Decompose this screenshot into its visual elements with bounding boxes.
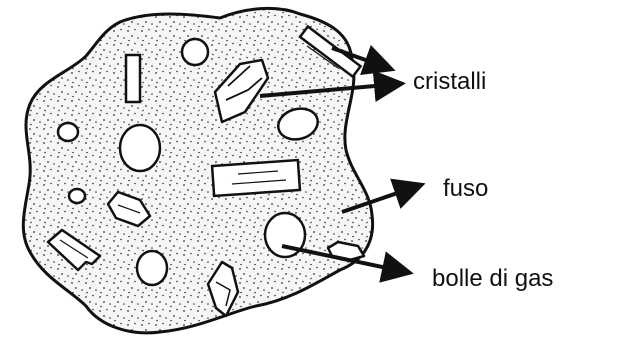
- crystal: [126, 55, 140, 102]
- gas-bubble: [120, 125, 160, 171]
- gas-bubble: [182, 39, 208, 65]
- gas-bubble: [137, 251, 167, 285]
- crystal: [212, 160, 300, 196]
- label-crystals: cristalli: [413, 68, 486, 95]
- gas-bubble: [69, 189, 85, 203]
- label-gas-bubbles: bolle di gas: [432, 265, 553, 292]
- gas-bubble: [58, 123, 78, 141]
- label-melt: fuso: [443, 175, 488, 202]
